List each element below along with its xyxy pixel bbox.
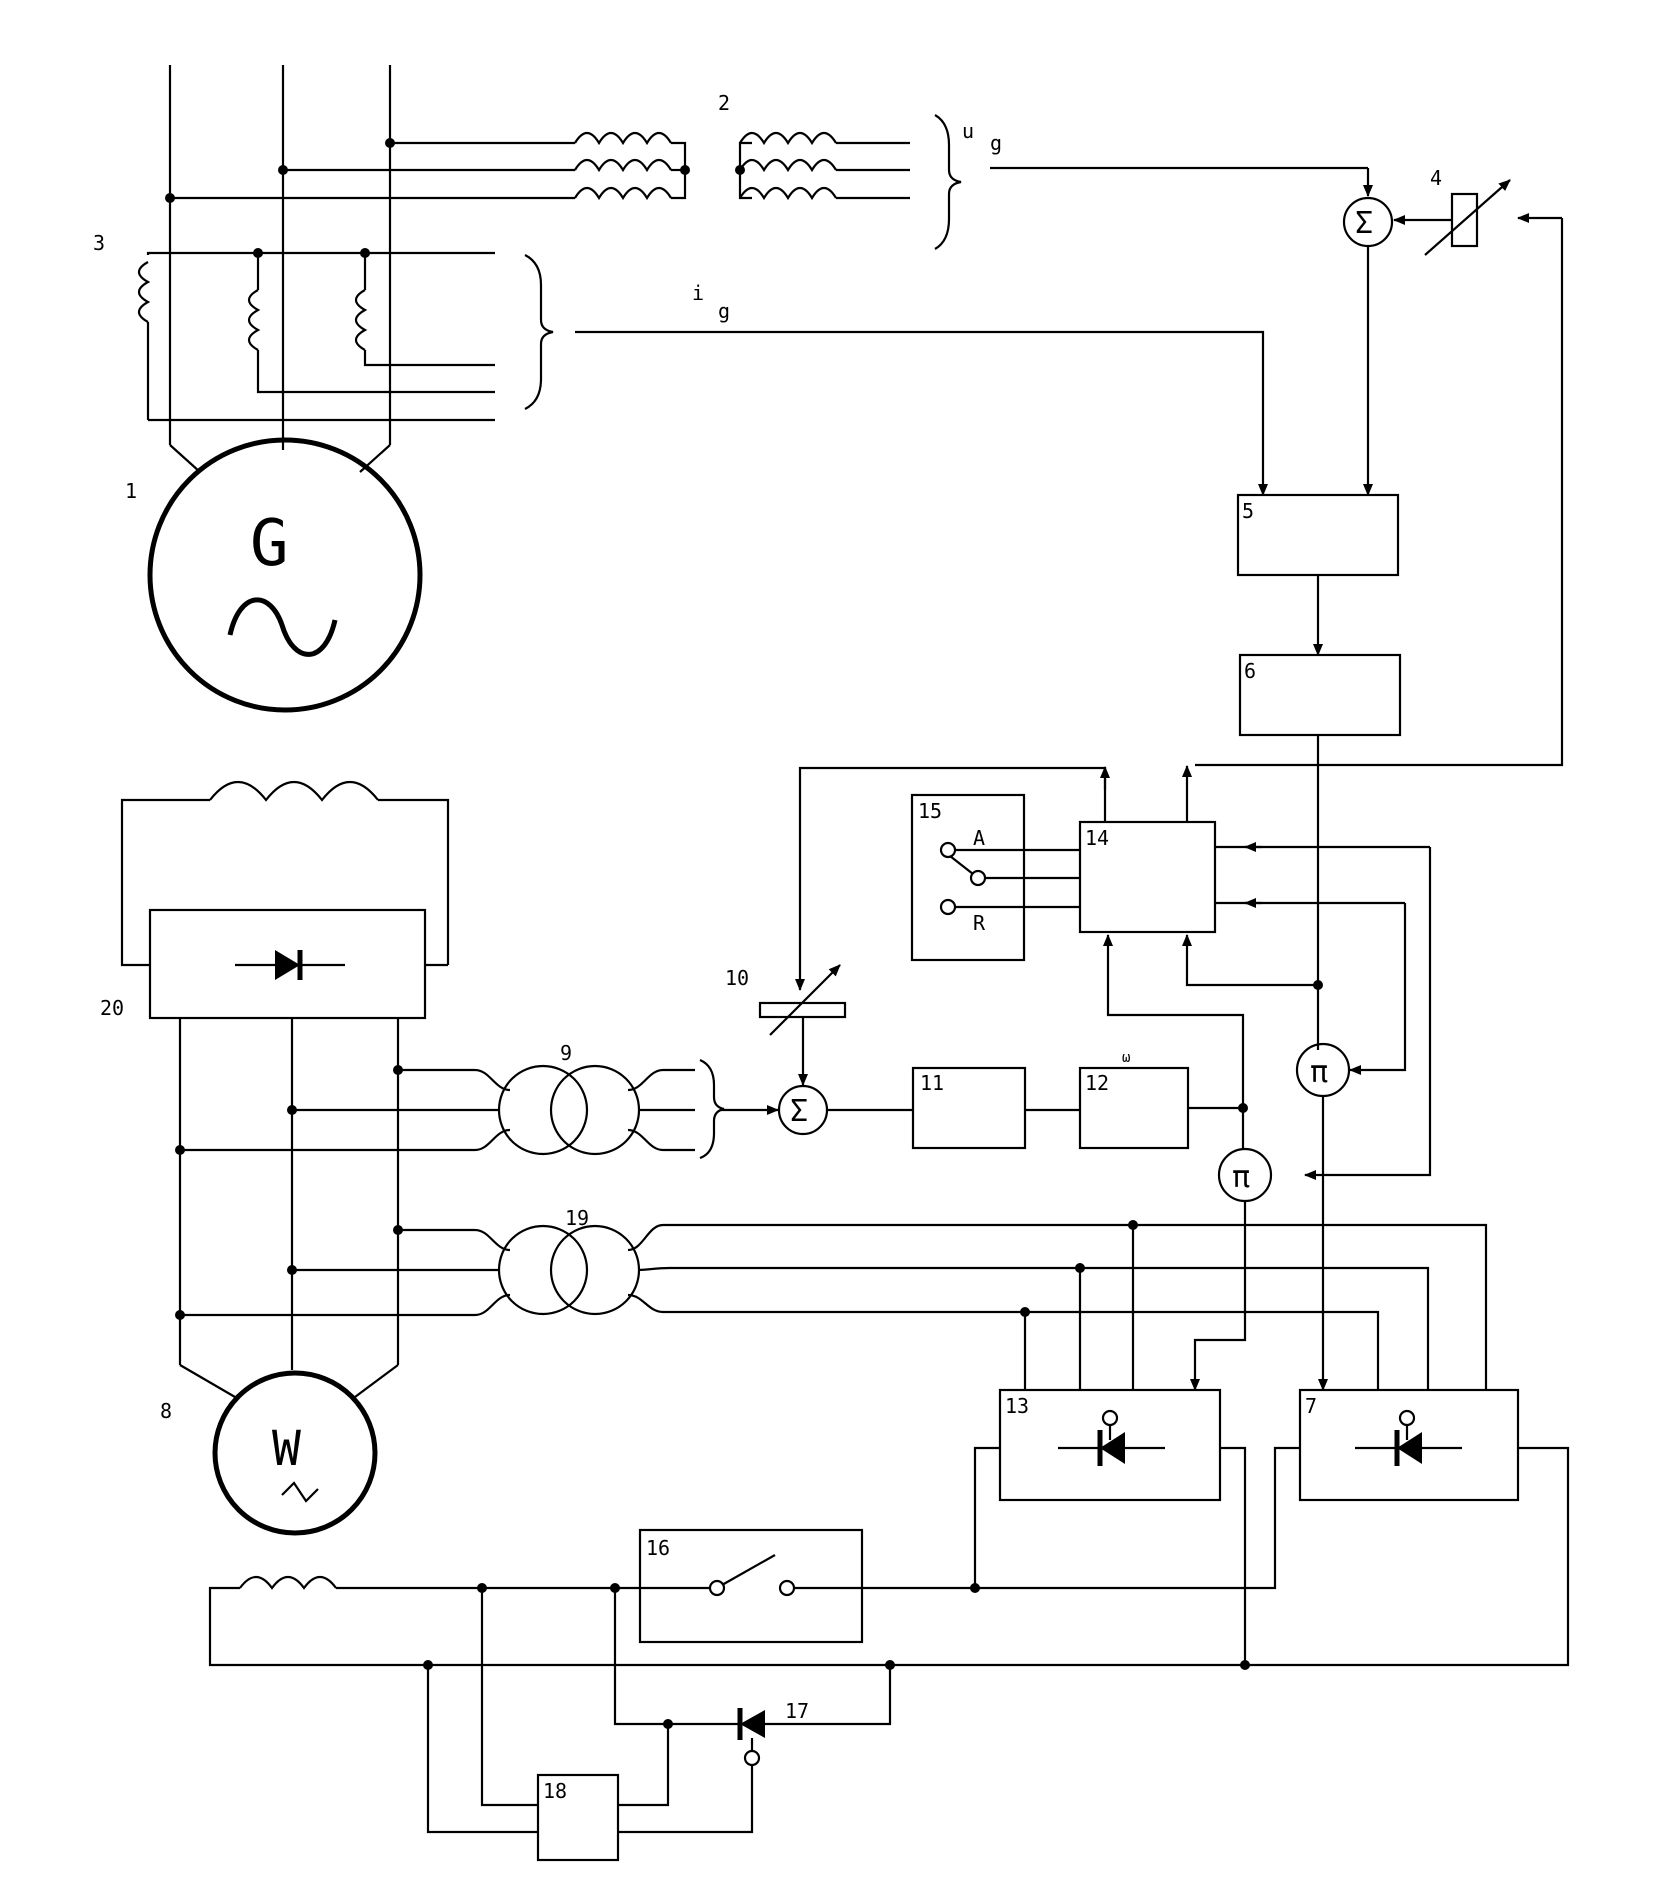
transformer-9 (497, 1064, 641, 1156)
label-ig-g: g (718, 299, 730, 323)
speed-summer: Σ (777, 1084, 829, 1136)
block-18 (536, 1773, 620, 1862)
svg-text:Σ: Σ (1355, 206, 1373, 241)
block-11 (911, 1066, 1027, 1150)
svg-text:Σ: Σ (790, 1094, 808, 1129)
svg-text:W: W (272, 1421, 301, 1477)
label-3: 3 (93, 231, 105, 255)
label-7: 7 (1305, 1394, 1317, 1418)
label-10: 10 (725, 966, 749, 990)
label-ig-i: i (692, 281, 704, 305)
current-transformers (137, 251, 554, 422)
block-6 (1238, 653, 1402, 737)
transformer-19 (497, 1224, 641, 1316)
multiplier-pi-2: π (1217, 1147, 1273, 1203)
svg-text:π: π (1232, 1160, 1250, 1195)
switch-label-a: A (973, 826, 985, 850)
block-5 (1236, 493, 1400, 577)
label-2: 2 (718, 91, 730, 115)
three-phase-bus (168, 65, 392, 473)
setpoint-block-10 (758, 964, 847, 1036)
generator: G (147, 437, 423, 713)
switch-label-r: R (973, 911, 986, 935)
label-ug-u: u (962, 119, 974, 143)
thyristor-17 (737, 1708, 765, 1767)
voltage-summer: Σ (1342, 196, 1394, 248)
breaker-16[interactable] (638, 1528, 864, 1644)
label-12: 12 (1085, 1071, 1109, 1095)
label-9: 9 (560, 1041, 572, 1065)
generator-letter: G (250, 507, 289, 581)
label-8: 8 (160, 1399, 172, 1423)
label-14: 14 (1085, 826, 1109, 850)
label-17: 17 (785, 1699, 809, 1723)
label-4: 4 (1430, 166, 1442, 190)
diode-20 (235, 950, 345, 980)
label-omega: ω (1122, 1050, 1130, 1066)
label-18: 18 (543, 1779, 567, 1803)
setpoint-block-4 (1424, 179, 1511, 256)
thyristor-bridge-7 (1298, 1388, 1520, 1502)
label-16: 16 (646, 1536, 670, 1560)
label-13: 13 (1005, 1394, 1029, 1418)
label-20: 20 (100, 996, 124, 1020)
label-6: 6 (1244, 659, 1256, 683)
motor-8: W (212, 1370, 378, 1536)
exciter-field-winding (120, 781, 450, 965)
label-11: 11 (920, 1071, 944, 1095)
label-15: 15 (918, 799, 942, 823)
block-14 (1078, 820, 1217, 934)
label-19: 19 (565, 1206, 589, 1230)
label-1: 1 (125, 479, 137, 503)
label-5: 5 (1242, 499, 1254, 523)
voltage-transformer (170, 114, 962, 250)
svg-text:π: π (1310, 1055, 1328, 1090)
multiplier-pi-1: π (1295, 1042, 1351, 1098)
thyristor-13 (1058, 1409, 1165, 1466)
thyristor-7 (1355, 1409, 1462, 1466)
label-ug-g: g (990, 131, 1002, 155)
